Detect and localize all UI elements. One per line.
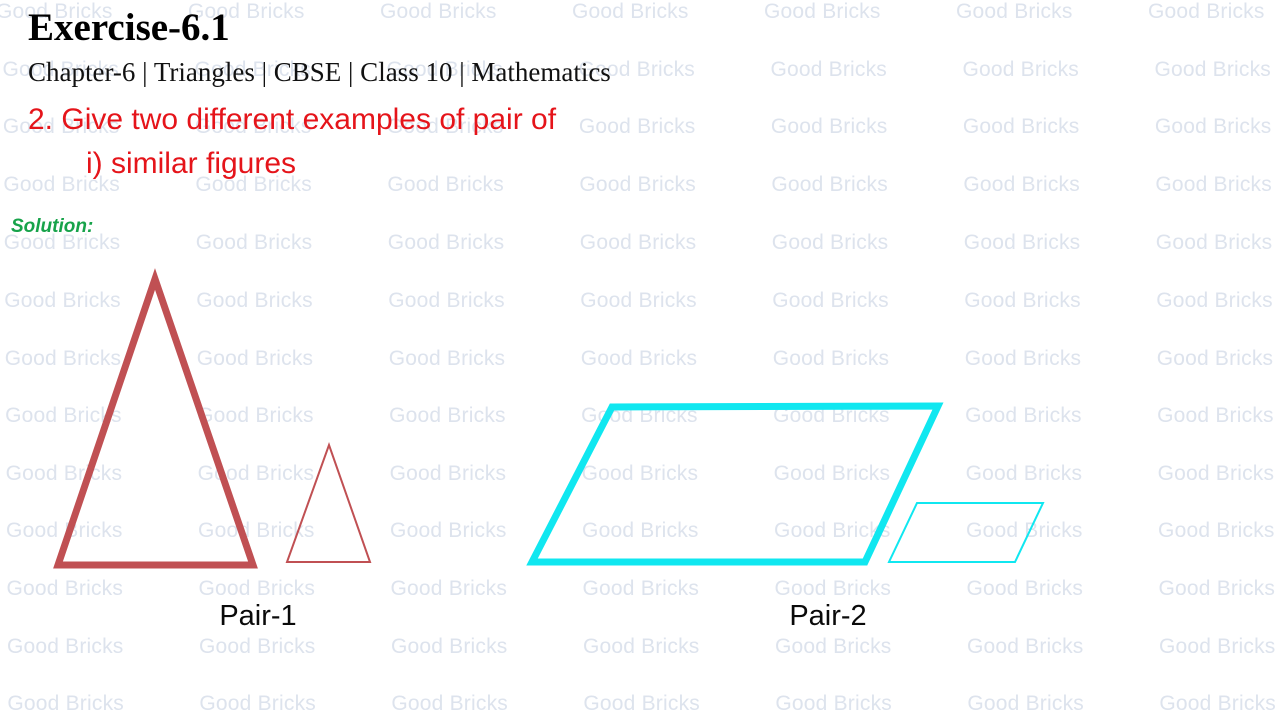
question-block: 2. Give two different examples of pair o…	[28, 98, 556, 187]
pair-2-caption: Pair-2	[789, 600, 867, 632]
page-title: Exercise-6.1	[28, 6, 230, 49]
question-text: 2. Give two different examples of pair o…	[28, 103, 557, 136]
large-triangle-shape	[53, 268, 258, 569]
breadcrumb: Chapter-6 | Triangles | CBSE | Class 10 …	[28, 57, 611, 87]
pair-1-caption: Pair-1	[219, 600, 297, 632]
question-sub-item: i) similar figures	[86, 147, 297, 181]
small-parallelogram-shape	[887, 502, 1045, 563]
solution-label: Solution:	[11, 216, 94, 237]
large-parallelogram-shape	[526, 402, 944, 566]
small-triangle-shape	[285, 442, 372, 563]
